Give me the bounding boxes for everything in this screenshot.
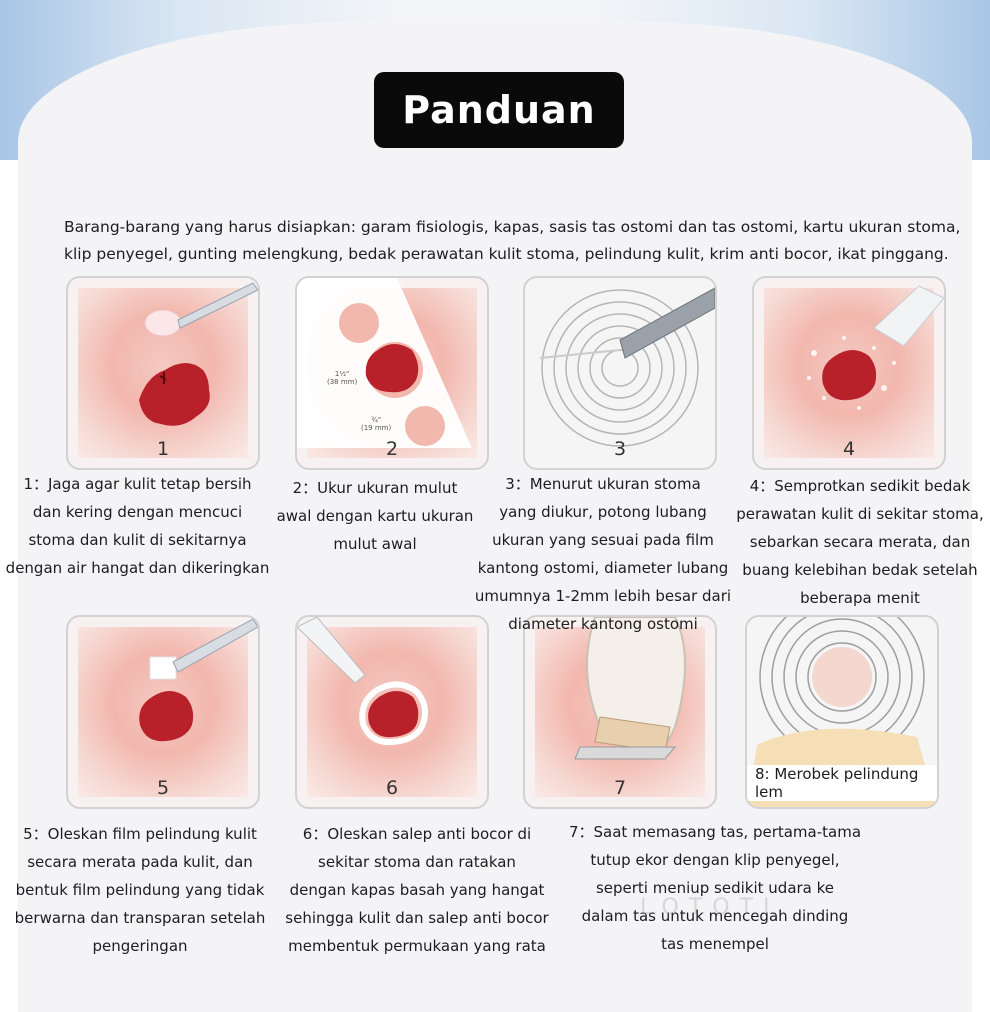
size-label-19mm: ¾" (19 mm) bbox=[361, 416, 392, 432]
step-number: 6 bbox=[385, 777, 399, 799]
protective-film-icon bbox=[139, 618, 258, 742]
step-number: 5 bbox=[156, 777, 170, 799]
step-number: 4 bbox=[842, 438, 856, 460]
anti-leak-paste-icon bbox=[297, 617, 428, 746]
page-title: Panduan bbox=[402, 88, 596, 132]
step-8-label: 8: Merobek pelindung lem bbox=[747, 765, 937, 801]
step-5-illustration: 5 bbox=[66, 615, 260, 809]
step-number: 3 bbox=[613, 438, 627, 460]
step-6-caption: 6：Oleskan salep anti bocor di sekitar st… bbox=[285, 825, 549, 955]
step-2-caption: 2：Ukur ukuran mulut awal dengan kartu uk… bbox=[276, 479, 474, 553]
stoma-cleaning-icon bbox=[139, 282, 258, 426]
powder-spray-icon bbox=[807, 285, 944, 410]
intro-line-1: Barang-barang yang harus disiapkan: gara… bbox=[64, 218, 961, 236]
step-number: 7 bbox=[613, 777, 627, 799]
title-box: Panduan bbox=[374, 72, 624, 148]
intro-text: Barang-barang yang harus disiapkan: gara… bbox=[64, 214, 964, 268]
step-2-illustration: 1⅟₂" (38 mm) ¾" (19 mm) 2 bbox=[295, 276, 489, 470]
step-6-illustration: 6 bbox=[295, 615, 489, 809]
intro-line-2: klip penyegel, gunting melengkung, bedak… bbox=[64, 245, 949, 263]
step-3-illustration: 3 bbox=[523, 276, 717, 470]
background-panel bbox=[18, 22, 972, 1012]
step-4-caption: 4：Semprotkan sedikit bedak perawatan kul… bbox=[736, 477, 984, 607]
step-5-caption: 5：Oleskan film pelindung kulit secara me… bbox=[14, 825, 266, 955]
step-number: 1 bbox=[156, 438, 170, 460]
watermark: LOTOTI bbox=[640, 895, 780, 920]
step-3-caption: 3：Menurut ukuran stoma yang diukur, poto… bbox=[474, 475, 732, 633]
measuring-card-icon bbox=[297, 278, 472, 448]
step-7-caption: 7：Saat memasang tas, pertama-tama tutup … bbox=[568, 823, 862, 953]
step-4-illustration: 4 bbox=[752, 276, 946, 470]
step-7-illustration: 7 bbox=[523, 615, 717, 809]
step-1-illustration: 1 bbox=[66, 276, 260, 470]
ostomy-bag-clip-icon bbox=[574, 617, 686, 760]
size-label-38mm: 1⅟₂" (38 mm) bbox=[327, 370, 358, 386]
step-1-caption: 1：Jaga agar kulit tetap bersih dan kerin… bbox=[5, 475, 270, 577]
step-8-illustration: 8: Merobek pelindung lem bbox=[745, 615, 939, 809]
step-number: 2 bbox=[385, 438, 399, 460]
cutting-scissors-icon bbox=[539, 287, 715, 447]
